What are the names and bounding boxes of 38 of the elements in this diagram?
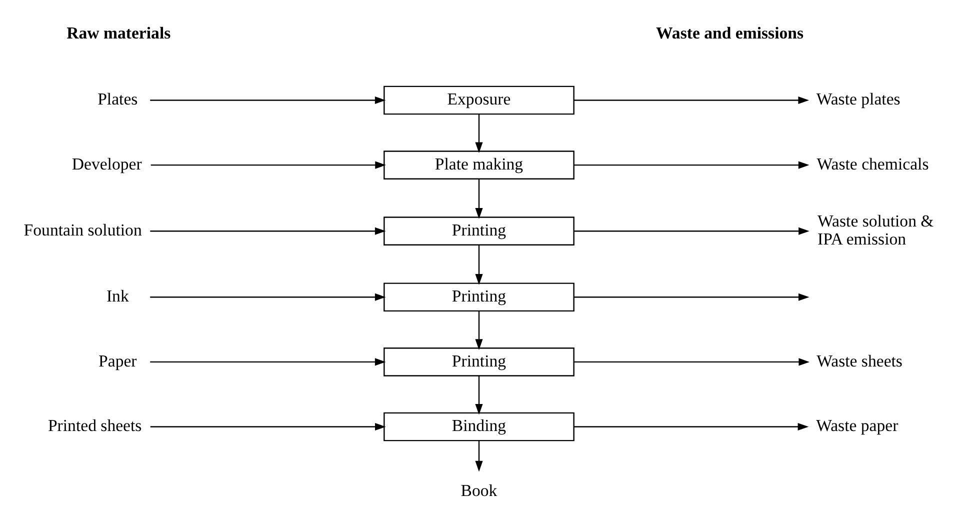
node-text: Paper <box>98 350 137 370</box>
node-box: Binding <box>384 412 574 441</box>
node-text: Fountain solution <box>24 220 142 240</box>
arrow <box>574 226 810 234</box>
arrow <box>574 160 810 168</box>
arrow <box>475 310 483 350</box>
arrow <box>150 292 386 300</box>
arrow <box>475 178 483 218</box>
node-text: Developer <box>72 154 142 174</box>
arrow <box>475 114 483 153</box>
node-box: Printing <box>384 282 574 312</box>
node-text: Ink <box>106 286 129 306</box>
node-text: Waste paper <box>816 416 898 435</box>
node-box: Plate making <box>384 150 574 179</box>
node-text: Waste solution & IPA emission <box>818 211 934 248</box>
arrow <box>475 244 483 284</box>
label: Waste and emissions <box>656 23 804 42</box>
arrow <box>475 440 483 472</box>
node-box: Printing <box>384 216 574 245</box>
arrow <box>475 375 483 414</box>
node-text: Waste plates <box>816 89 900 108</box>
node-box: Exposure <box>384 85 574 114</box>
arrow <box>574 292 810 300</box>
node-text: Book <box>460 480 498 500</box>
arrow <box>150 226 386 234</box>
arrow <box>150 96 386 104</box>
node-text: Printed sheets <box>48 416 142 435</box>
node-box: Printing <box>384 347 574 376</box>
label: Raw materials <box>66 23 171 42</box>
arrow <box>150 160 386 168</box>
arrow <box>574 96 810 104</box>
node-text: Plates <box>98 89 138 108</box>
arrow <box>574 358 810 366</box>
arrow <box>150 358 386 366</box>
node-text: Waste chemicals <box>816 154 929 174</box>
node-text: Waste sheets <box>816 350 902 370</box>
arrow <box>574 422 809 430</box>
arrow <box>150 422 386 430</box>
